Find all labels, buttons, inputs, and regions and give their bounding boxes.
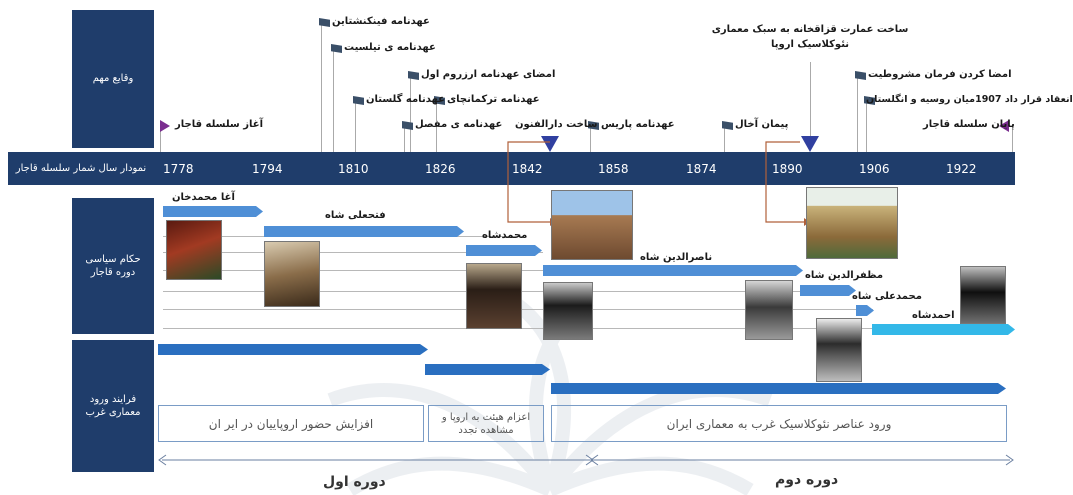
era-first-label: دوره اول bbox=[323, 474, 386, 490]
portrait-mozaffar-al-din-shah bbox=[745, 280, 793, 340]
event-akhal: پیمان آخال bbox=[735, 119, 789, 130]
end-marker-icon bbox=[999, 120, 1009, 132]
flag-icon bbox=[402, 121, 413, 130]
event-line bbox=[1012, 125, 1013, 152]
year-label: 1842 bbox=[512, 162, 543, 176]
event-1907: انعقاد قرار داد 1907میان روسیه و انگلستا… bbox=[866, 94, 1073, 105]
event-start: آغاز سلسله قاجار bbox=[175, 119, 263, 130]
west-row-label-text: فرایند ورود معماری غرب bbox=[85, 393, 141, 419]
ruler-name-mohammad: محمدشاه bbox=[482, 230, 528, 241]
year-label: 1874 bbox=[686, 162, 717, 176]
event-finkenstein: عهدنامه فینکنشتاین bbox=[332, 16, 430, 27]
flag-icon bbox=[408, 71, 419, 80]
event-end: پایان سلسله قاجار bbox=[923, 119, 1015, 130]
portrait-mohammad-shah bbox=[466, 263, 522, 329]
ruler-bar-mohammadali bbox=[856, 305, 874, 316]
photo-qazaqkhaneh bbox=[806, 187, 898, 259]
ruler-name-ahmad: احمدشاه bbox=[912, 310, 955, 321]
event-turkmenchay: عهدنامه ترکمانچای bbox=[447, 94, 540, 105]
west-row-label: فرایند ورود معماری غرب bbox=[72, 340, 154, 472]
event-line bbox=[724, 125, 725, 152]
qazaqkhaneh-marker-icon bbox=[801, 136, 819, 152]
ruler-bar-mozaffar bbox=[800, 285, 856, 296]
year-label: 1922 bbox=[946, 162, 977, 176]
darolfonun-marker-icon bbox=[541, 136, 559, 152]
ruler-bar-agha bbox=[163, 206, 263, 217]
flag-icon bbox=[588, 121, 599, 130]
portrait-fathali-shah bbox=[264, 241, 320, 307]
axis-row-label-text: نمودار سال شمار سلسله قاجار bbox=[15, 162, 147, 174]
ruler-name-naser: ناصرالدین شاه bbox=[640, 252, 713, 263]
year-label: 1858 bbox=[598, 162, 629, 176]
year-label: 1826 bbox=[425, 162, 456, 176]
ruler-bar-mohammad bbox=[466, 245, 542, 256]
year-label: 1906 bbox=[859, 162, 890, 176]
event-line bbox=[160, 125, 161, 152]
year-label: 1810 bbox=[338, 162, 369, 176]
year-label: 1778 bbox=[163, 162, 194, 176]
event-erzurum: امضای عهدنامه ارزروم اول bbox=[421, 69, 556, 80]
rulers-row-label: حکام سیاسی دوره قاجار bbox=[72, 198, 154, 334]
portrait-agha-mohammad-khan bbox=[166, 220, 222, 280]
year-label: 1890 bbox=[772, 162, 803, 176]
qazaqkhaneh-line bbox=[810, 62, 811, 136]
flag-icon bbox=[353, 96, 364, 105]
event-line bbox=[590, 125, 591, 152]
west-bar-1 bbox=[158, 344, 428, 355]
event-line bbox=[404, 125, 405, 152]
portrait-ahmad-shah bbox=[960, 266, 1006, 324]
flag-icon bbox=[855, 71, 866, 80]
era-second-label: دوره دوم bbox=[775, 472, 839, 488]
event-paris: عهدنامه پاریس bbox=[601, 119, 675, 130]
west-box-neoclassical: ورود عناصر نئوکلاسیک غرب به معماری ایران bbox=[551, 405, 1007, 442]
west-bar-2 bbox=[425, 364, 550, 375]
era-arrow bbox=[158, 454, 1014, 466]
ruler-grid-line bbox=[163, 270, 543, 271]
event-constitution: امضا کردن فرمان مشروطیت bbox=[868, 69, 1012, 80]
year-label: 1794 bbox=[252, 162, 283, 176]
west-box-europeans: افزایش حضور اروپاییان در ایر ان bbox=[158, 405, 424, 442]
events-row-label-text: وقایع مهم bbox=[92, 73, 134, 85]
event-tilsit: عهدنامه ی تیلسیت bbox=[344, 42, 436, 53]
portrait-mohammad-ali-shah bbox=[816, 318, 862, 382]
flag-icon bbox=[722, 121, 733, 130]
ruler-name-fathali: فتحعلی شاه bbox=[325, 210, 386, 221]
event-line bbox=[857, 75, 858, 152]
flag-icon bbox=[319, 18, 330, 27]
ruler-name-mozaffar: مظفرالدین شاه bbox=[805, 270, 884, 281]
ruler-name-agha: آغا محمدخان bbox=[172, 192, 235, 203]
ruler-bar-ahmad bbox=[872, 324, 1015, 335]
events-row-label: وقایع مهم bbox=[72, 10, 154, 148]
west-bar-3 bbox=[551, 383, 1006, 394]
event-line bbox=[355, 100, 356, 152]
ruler-bar-naser bbox=[543, 265, 803, 276]
event-line bbox=[321, 22, 322, 152]
event-mofassal: عهدنامه ی مفصل bbox=[415, 119, 503, 130]
event-line bbox=[410, 75, 411, 152]
year-axis bbox=[154, 152, 1015, 185]
flag-icon bbox=[331, 44, 342, 53]
ruler-grid-line bbox=[163, 252, 543, 253]
west-box-delegation: اعزام هیئت به اروپا و مشاهده تجدد bbox=[428, 405, 544, 442]
event-qazaqkhaneh: ساخت عمارت قزاقخانه به سبک معماری نئوکلا… bbox=[711, 24, 909, 50]
flag-icon bbox=[864, 96, 875, 105]
event-golestan: عهدنامه گلستان bbox=[366, 94, 445, 105]
ruler-name-mohammadali: محمدعلی شاه bbox=[852, 291, 922, 302]
rulers-row-label-text: حکام سیاسی دوره قاجار bbox=[85, 253, 141, 279]
event-line bbox=[333, 48, 334, 152]
flag-icon bbox=[434, 96, 445, 105]
portrait-naser-al-din-shah bbox=[543, 282, 593, 340]
event-line bbox=[866, 100, 867, 152]
photo-darolfonun bbox=[551, 190, 633, 260]
ruler-bar-fathali bbox=[264, 226, 464, 237]
axis-row-label: نمودار سال شمار سلسله قاجار bbox=[8, 152, 154, 185]
start-marker-icon bbox=[160, 120, 170, 132]
event-darolfonun: ساخت دارالفنون bbox=[515, 119, 598, 130]
event-line bbox=[436, 100, 437, 152]
